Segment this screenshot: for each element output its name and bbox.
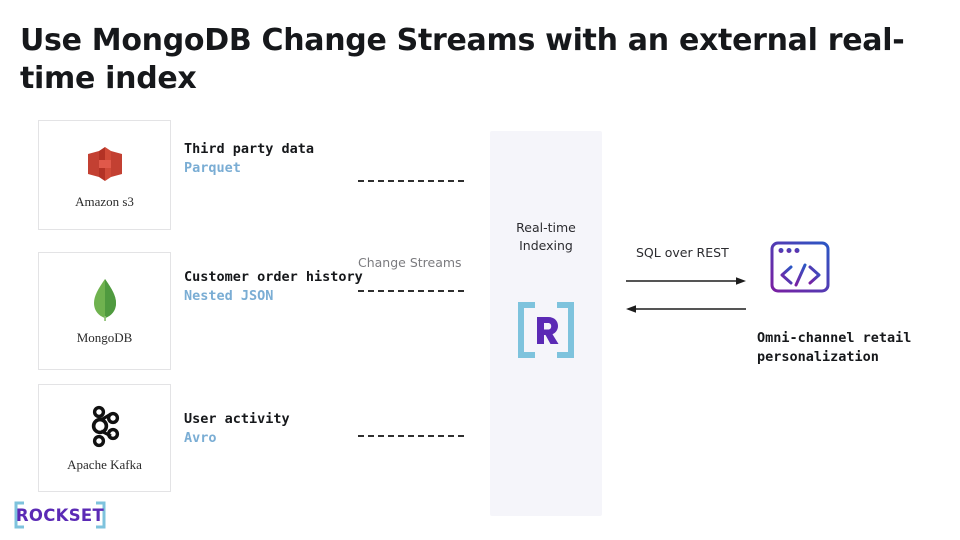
rockset-bracket-r-logo	[515, 301, 577, 364]
arrow-left-icon	[626, 305, 746, 313]
source-card-caption: MongoDB	[76, 329, 133, 345]
page-title: Use MongoDB Change Streams with an exter…	[20, 23, 905, 97]
source-label-format: Parquet	[184, 159, 241, 176]
source-label-title: Customer order history	[184, 269, 363, 285]
source-label-title: Third party data	[184, 141, 315, 157]
destination-label: Omni-channel retail personalization	[757, 330, 912, 366]
code-browser-window-icon	[768, 238, 834, 305]
source-card-s3: Amazon s3	[38, 120, 171, 230]
source-label-mongodb: Customer order history Nested JSON	[184, 268, 364, 305]
connector-label-change-streams: Change Streams	[358, 255, 462, 270]
mongodb-leaf-logo	[90, 277, 120, 323]
apache-kafka-logo	[88, 404, 122, 450]
arrow-right-icon	[626, 277, 746, 285]
amazon-s3-logo	[86, 141, 124, 187]
source-label-kafka: User activity Avro	[184, 410, 364, 447]
source-card-mongodb: MongoDB	[38, 252, 171, 370]
source-label-s3: Third party data Parquet	[184, 140, 364, 177]
source-card-caption: Amazon s3	[75, 193, 134, 209]
source-label-format: Nested JSON	[184, 287, 274, 304]
source-label-title: User activity	[184, 411, 290, 427]
rockset-wordmark-logo: ROCKSET	[12, 500, 108, 535]
source-card-caption: Apache Kafka	[67, 456, 142, 472]
connector-dashed-s3	[358, 180, 464, 182]
query-protocol-label: SQL over REST	[636, 245, 729, 260]
realtime-indexing-panel: Real-time Indexing	[490, 131, 602, 516]
connector-dashed-kafka	[358, 435, 464, 437]
source-card-kafka: Apache Kafka	[38, 384, 171, 492]
source-label-format: Avro	[184, 429, 217, 446]
connector-dashed-mongodb	[358, 290, 464, 292]
panel-title: Real-time Indexing	[516, 220, 576, 254]
query-arrows	[624, 272, 748, 323]
svg-text:ROCKSET: ROCKSET	[16, 506, 105, 525]
